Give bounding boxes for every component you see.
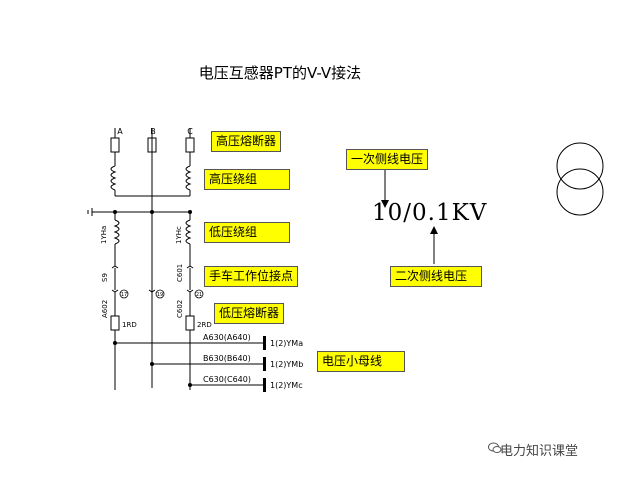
fuse-label-2rd: 2RD <box>197 321 212 329</box>
callout-lv-winding: 低压绕组 <box>204 222 290 243</box>
transformer-symbol-lower <box>556 168 604 216</box>
bus-wire-label-a: A630(A640) <box>203 333 251 342</box>
lv-winding-c <box>185 219 192 245</box>
bus-mark-c <box>263 378 266 392</box>
page-title: 电压互感器PT的V-V接法 <box>198 64 362 82</box>
wire-label-c601: C601 <box>176 264 184 282</box>
bus-wire-label-b: B630(B640) <box>203 354 251 363</box>
terminal-17 <box>119 289 129 299</box>
voltage-ratio: 10/0.1KV <box>372 200 488 226</box>
lv-fuse-1rd <box>110 315 120 331</box>
winding-label-1yhc: 1YHc <box>175 226 183 244</box>
callout-trolley-contact: 手车工作位接点 <box>204 266 299 287</box>
wire-label-c602: C602 <box>176 300 184 318</box>
hv-winding-a <box>110 165 117 191</box>
fuse-label-1rd: 1RD <box>122 321 137 329</box>
bus-name-label-b: 1(2)YMb <box>270 360 303 369</box>
watermark: 电力知识课堂 <box>500 444 579 459</box>
terminal-17-label: 17 <box>121 292 127 298</box>
terminal-19-label: 19 <box>157 292 163 298</box>
bus-name-label-c: 1(2)YMc <box>270 381 303 390</box>
phase-label-a: A <box>117 127 123 136</box>
callout-bus: 电压小母线 <box>317 351 405 372</box>
bus-mark-a <box>263 336 266 350</box>
callout-hv-fuse: 高压熔断器 <box>211 131 282 152</box>
callout-primary-voltage: 一次侧线电压 <box>346 149 429 170</box>
callout-lv-fuse: 低压熔断器 <box>214 303 285 324</box>
hv-fuse-b <box>147 137 157 153</box>
callout-secondary-voltage: 二次侧线电压 <box>390 266 482 287</box>
wire-label-a602: A602 <box>101 300 109 318</box>
phase-label-b: B <box>150 127 156 136</box>
wechat-icon <box>488 442 502 453</box>
wire-label-s9: S9 <box>101 273 109 282</box>
hv-fuse-a <box>110 137 120 153</box>
terminal-21-label: 21 <box>196 292 202 298</box>
terminal-19 <box>155 289 165 299</box>
winding-label-1yha: 1YHa <box>100 226 108 244</box>
lv-fuse-2rd <box>185 315 195 331</box>
transformer-symbol-upper <box>556 142 604 190</box>
bus-mark-b <box>263 357 266 371</box>
trolley-contact-b <box>148 289 156 293</box>
terminal-21 <box>194 289 204 299</box>
hv-winding-c <box>185 165 192 191</box>
lv-winding-a <box>113 219 120 245</box>
callout-hv-winding: 高压绕组 <box>204 169 290 190</box>
hv-fuse-c <box>185 137 195 153</box>
bus-wire-label-c: C630(C640) <box>203 375 251 384</box>
bus-name-label-a: 1(2)YMa <box>270 339 303 348</box>
